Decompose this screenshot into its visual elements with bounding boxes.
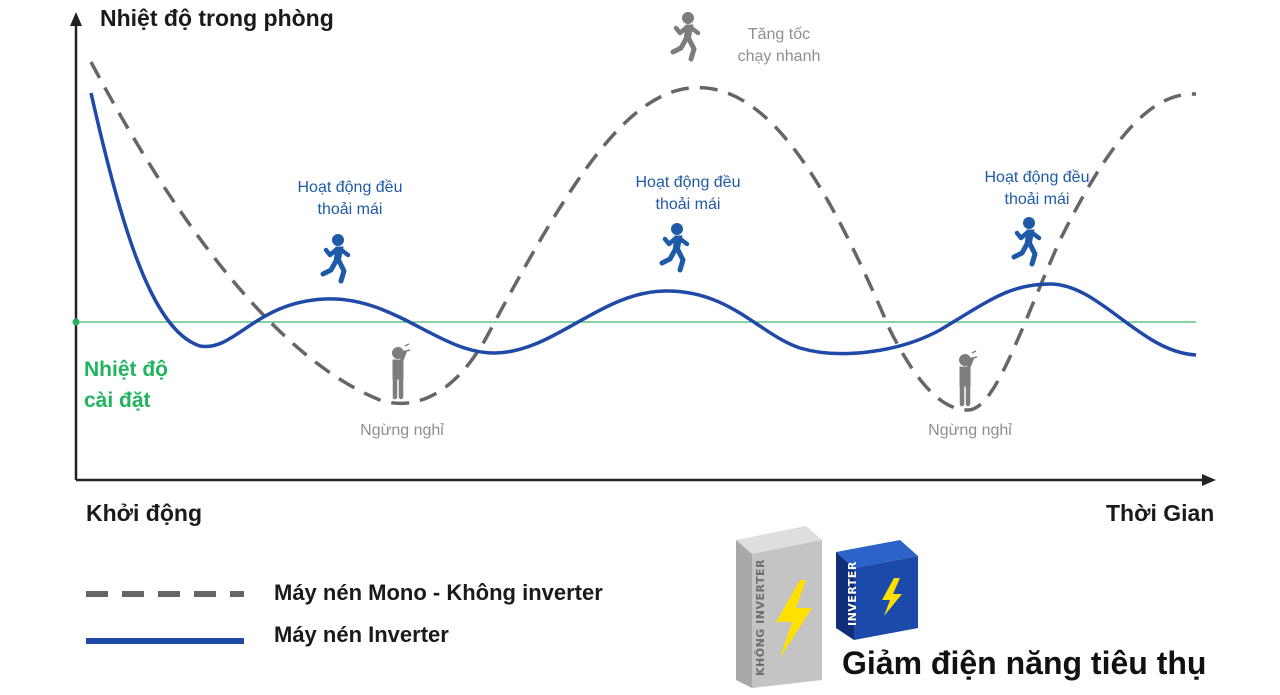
legend-inverter-label: Máy nén Inverter <box>274 622 449 647</box>
x-axis <box>76 474 1216 486</box>
running-person-icon <box>1014 218 1039 265</box>
y-axis-title: Nhiệt độ trong phòng <box>100 5 334 31</box>
set-temperature-line <box>72 318 1196 326</box>
running-person-icon <box>662 224 687 271</box>
y-axis <box>70 12 82 480</box>
non-inverter-box: KHÔNG INVERTER <box>736 526 822 688</box>
legend-mono-label: Máy nén Mono - Không inverter <box>274 580 603 605</box>
x-axis-end-label: Thời Gian <box>1106 500 1215 526</box>
mono-curve <box>89 61 1197 412</box>
annotation-steady: Hoạt động đều thoải mái <box>297 179 403 218</box>
set-temperature-label: Nhiệt độ cài đặt <box>84 358 168 412</box>
inverter-curve <box>89 92 1197 357</box>
annotation-stop: Ngừng nghỉ <box>928 422 1012 439</box>
resting-person-icon <box>960 351 978 404</box>
annotation-stop: Ngừng nghỉ <box>360 422 444 439</box>
inverter-box-label: INVERTER <box>846 561 859 626</box>
lightning-bolt-icon <box>776 580 812 658</box>
annotation-steady: Hoạt động đều thoải mái <box>635 174 741 213</box>
annotation-steady: Hoạt động đều thoải mái <box>984 169 1090 208</box>
resting-person-icon <box>393 344 411 397</box>
inverter-box: INVERTER <box>836 540 918 640</box>
lightning-bolt-icon <box>882 578 902 616</box>
bottom-title: Giảm điện năng tiêu thụ <box>842 645 1207 681</box>
x-axis-start-label: Khởi động <box>86 500 202 526</box>
annotation-boost: Tăng tốc chạy nhanh <box>737 26 821 65</box>
non-inverter-box-label: KHÔNG INVERTER <box>754 559 767 676</box>
running-person-icon <box>673 13 698 60</box>
running-person-icon <box>323 235 348 282</box>
